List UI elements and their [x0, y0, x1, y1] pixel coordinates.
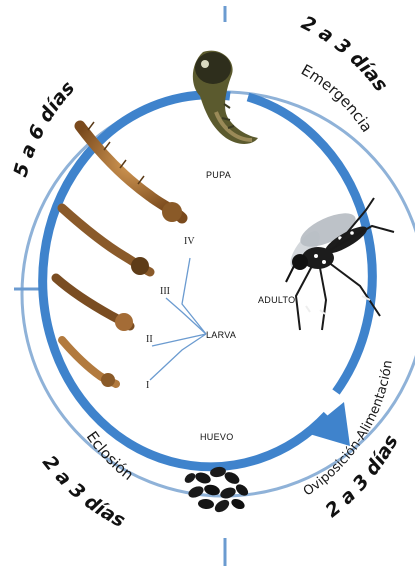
phase-hatching: Eclosión: [83, 428, 137, 484]
eggs-image: [183, 466, 250, 515]
instar-label-iv: IV: [184, 236, 195, 247]
instar-connectors: [150, 258, 206, 380]
larva-instar-iii-image: [62, 208, 150, 275]
stage-label-larva: LARVA: [206, 330, 236, 340]
instar-label-i: I: [146, 380, 149, 391]
stage-label-egg: HUEVO: [200, 432, 234, 442]
larva-instar-iv-image: [80, 122, 182, 222]
larva-instar-ii-image: [56, 278, 133, 331]
stage-label-pupa: PUPA: [206, 170, 231, 180]
instar-label-ii: II: [146, 334, 153, 345]
stage-label-adult: ADULTO: [258, 295, 295, 305]
instar-label-iii: III: [160, 286, 170, 297]
inner-ring-arrow: [43, 95, 327, 467]
adult-mosquito-image: [285, 198, 394, 330]
